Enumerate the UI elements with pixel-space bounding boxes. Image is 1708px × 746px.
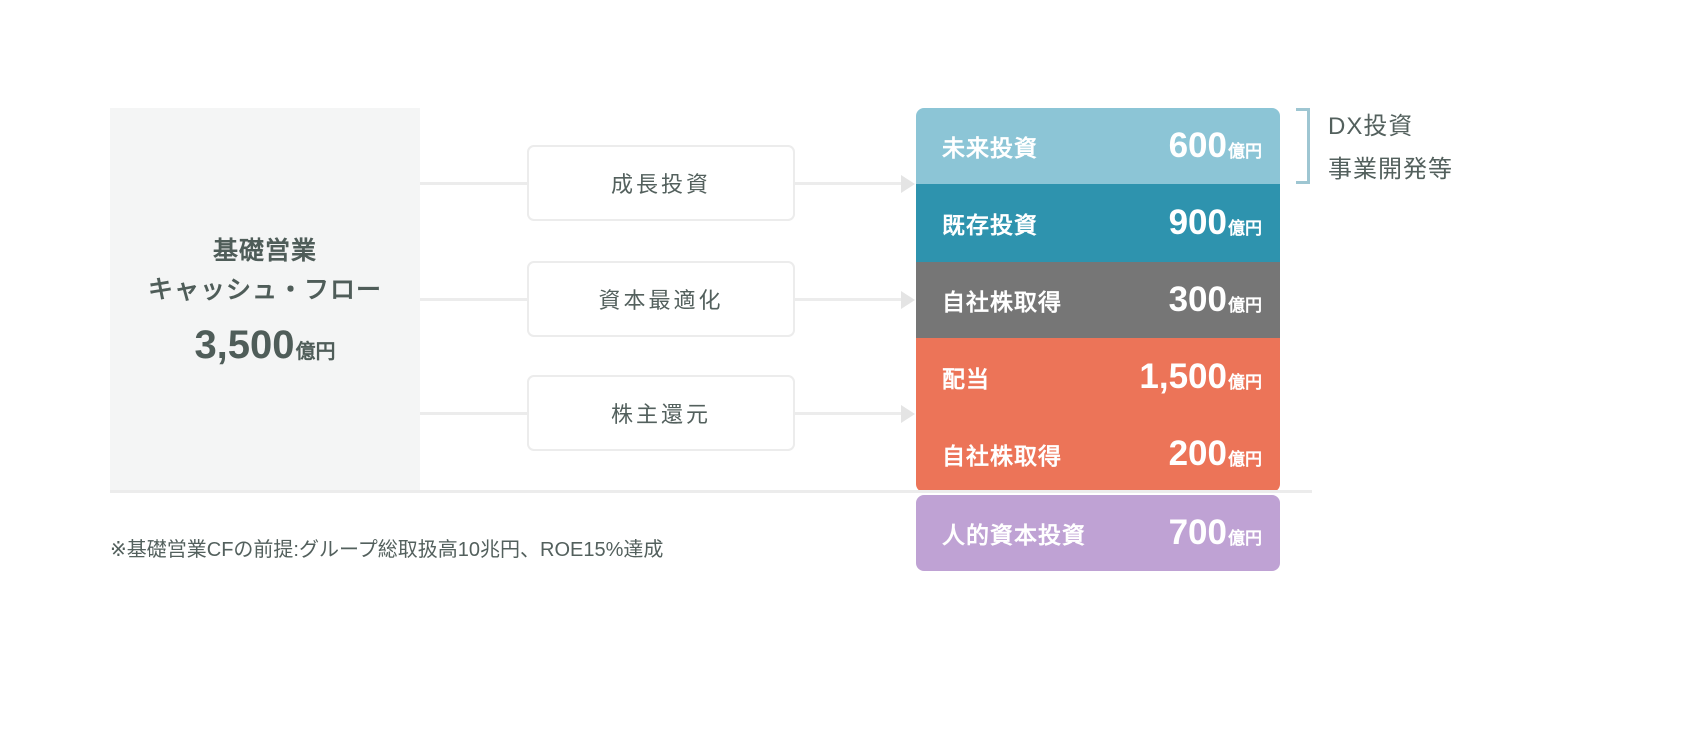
dx-annotation: DX投資 事業開発等 — [1328, 106, 1453, 191]
cash-flow-amount: 3,500 億円 — [194, 323, 335, 368]
category-box-label: 株主還元 — [610, 402, 711, 427]
dx-annotation-line2: 事業開発等 — [1328, 155, 1453, 183]
bar-human-capital-investment[interactable]: 人的資本投資 700 億円 — [916, 495, 1280, 571]
category-box-label: 成長投資 — [610, 172, 711, 197]
bar-value: 900 億円 — [1169, 203, 1262, 243]
bar-share-buyback-capital[interactable]: 自社株取得 300 億円 — [916, 262, 1280, 338]
bar-existing-investment[interactable]: 既存投資 900 億円 — [916, 184, 1280, 262]
bar-value-unit: 億円 — [1228, 219, 1262, 238]
arrow-line-box-1 — [795, 298, 901, 301]
bar-label: 配当 — [942, 365, 990, 392]
bar-value-unit: 億円 — [1228, 449, 1262, 469]
arrow-head-box-0 — [901, 175, 915, 193]
bar-value-number: 600 — [1168, 126, 1227, 165]
bar-label: 自社株取得 — [942, 289, 1062, 315]
bar-label: 人的資本投資 — [942, 522, 1086, 548]
arrow-head-box-2 — [901, 405, 915, 423]
dx-annotation-line1: DX投資 — [1328, 113, 1414, 140]
bar-value-unit: 億円 — [1228, 296, 1262, 315]
bar-value: 1,500 億円 — [1139, 357, 1262, 397]
cash-flow-title-line2: キャッシュ・フロー — [147, 275, 382, 304]
footnote-text: ※基礎営業CFの前提:グループ総取扱高10兆円、ROE15%達成 — [110, 539, 664, 561]
bar-value: 300 億円 — [1169, 280, 1262, 320]
allocation-bar-stack: 未来投資 600 億円 既存投資 900 億円 自社株取得 300 億円 配当 … — [916, 108, 1280, 571]
cash-flow-amount-number: 3,500 — [194, 323, 295, 368]
bar-value-unit: 億円 — [1228, 529, 1262, 548]
bar-share-buyback-return[interactable]: 自社株取得 200 億円 — [916, 415, 1280, 492]
bar-value: 200 億円 — [1169, 434, 1262, 474]
bar-label: 自社株取得 — [942, 442, 1062, 469]
connector-panel-to-box-0 — [420, 182, 528, 185]
category-box-capital-optimization[interactable]: 資本最適化 — [527, 261, 795, 337]
arrow-line-box-0 — [795, 182, 901, 185]
bar-future-investment[interactable]: 未来投資 600 億円 — [916, 108, 1280, 184]
bar-value-unit: 億円 — [1228, 372, 1262, 392]
bar-value: 700 億円 — [1169, 513, 1262, 553]
section-divider — [110, 490, 1312, 493]
bar-value-number: 700 — [1168, 513, 1227, 552]
connector-panel-to-box-2 — [420, 412, 528, 415]
bar-label: 既存投資 — [942, 212, 1038, 238]
dx-bracket-icon — [1296, 108, 1310, 184]
bar-value-number: 300 — [1168, 280, 1227, 319]
bar-value: 600 億円 — [1169, 126, 1262, 166]
category-box-shareholder-return[interactable]: 株主還元 — [527, 375, 795, 451]
cash-flow-source-panel: 基礎営業 キャッシュ・フロー 3,500 億円 — [110, 108, 420, 492]
connector-panel-to-box-1 — [420, 298, 528, 301]
bar-value-unit: 億円 — [1228, 142, 1262, 161]
bar-value-number: 1,500 — [1139, 356, 1227, 396]
cash-flow-amount-unit: 億円 — [295, 341, 336, 364]
arrow-line-box-2 — [795, 412, 901, 415]
bar-value-number: 200 — [1168, 433, 1227, 473]
cash-flow-title-line1: 基礎営業 — [212, 236, 317, 265]
arrow-head-box-1 — [901, 291, 915, 309]
bar-label: 未来投資 — [942, 135, 1038, 161]
category-box-label: 資本最適化 — [598, 288, 724, 313]
bar-value-number: 900 — [1168, 203, 1227, 242]
category-box-growth-investment[interactable]: 成長投資 — [527, 145, 795, 221]
bar-dividend[interactable]: 配当 1,500 億円 — [916, 338, 1280, 415]
